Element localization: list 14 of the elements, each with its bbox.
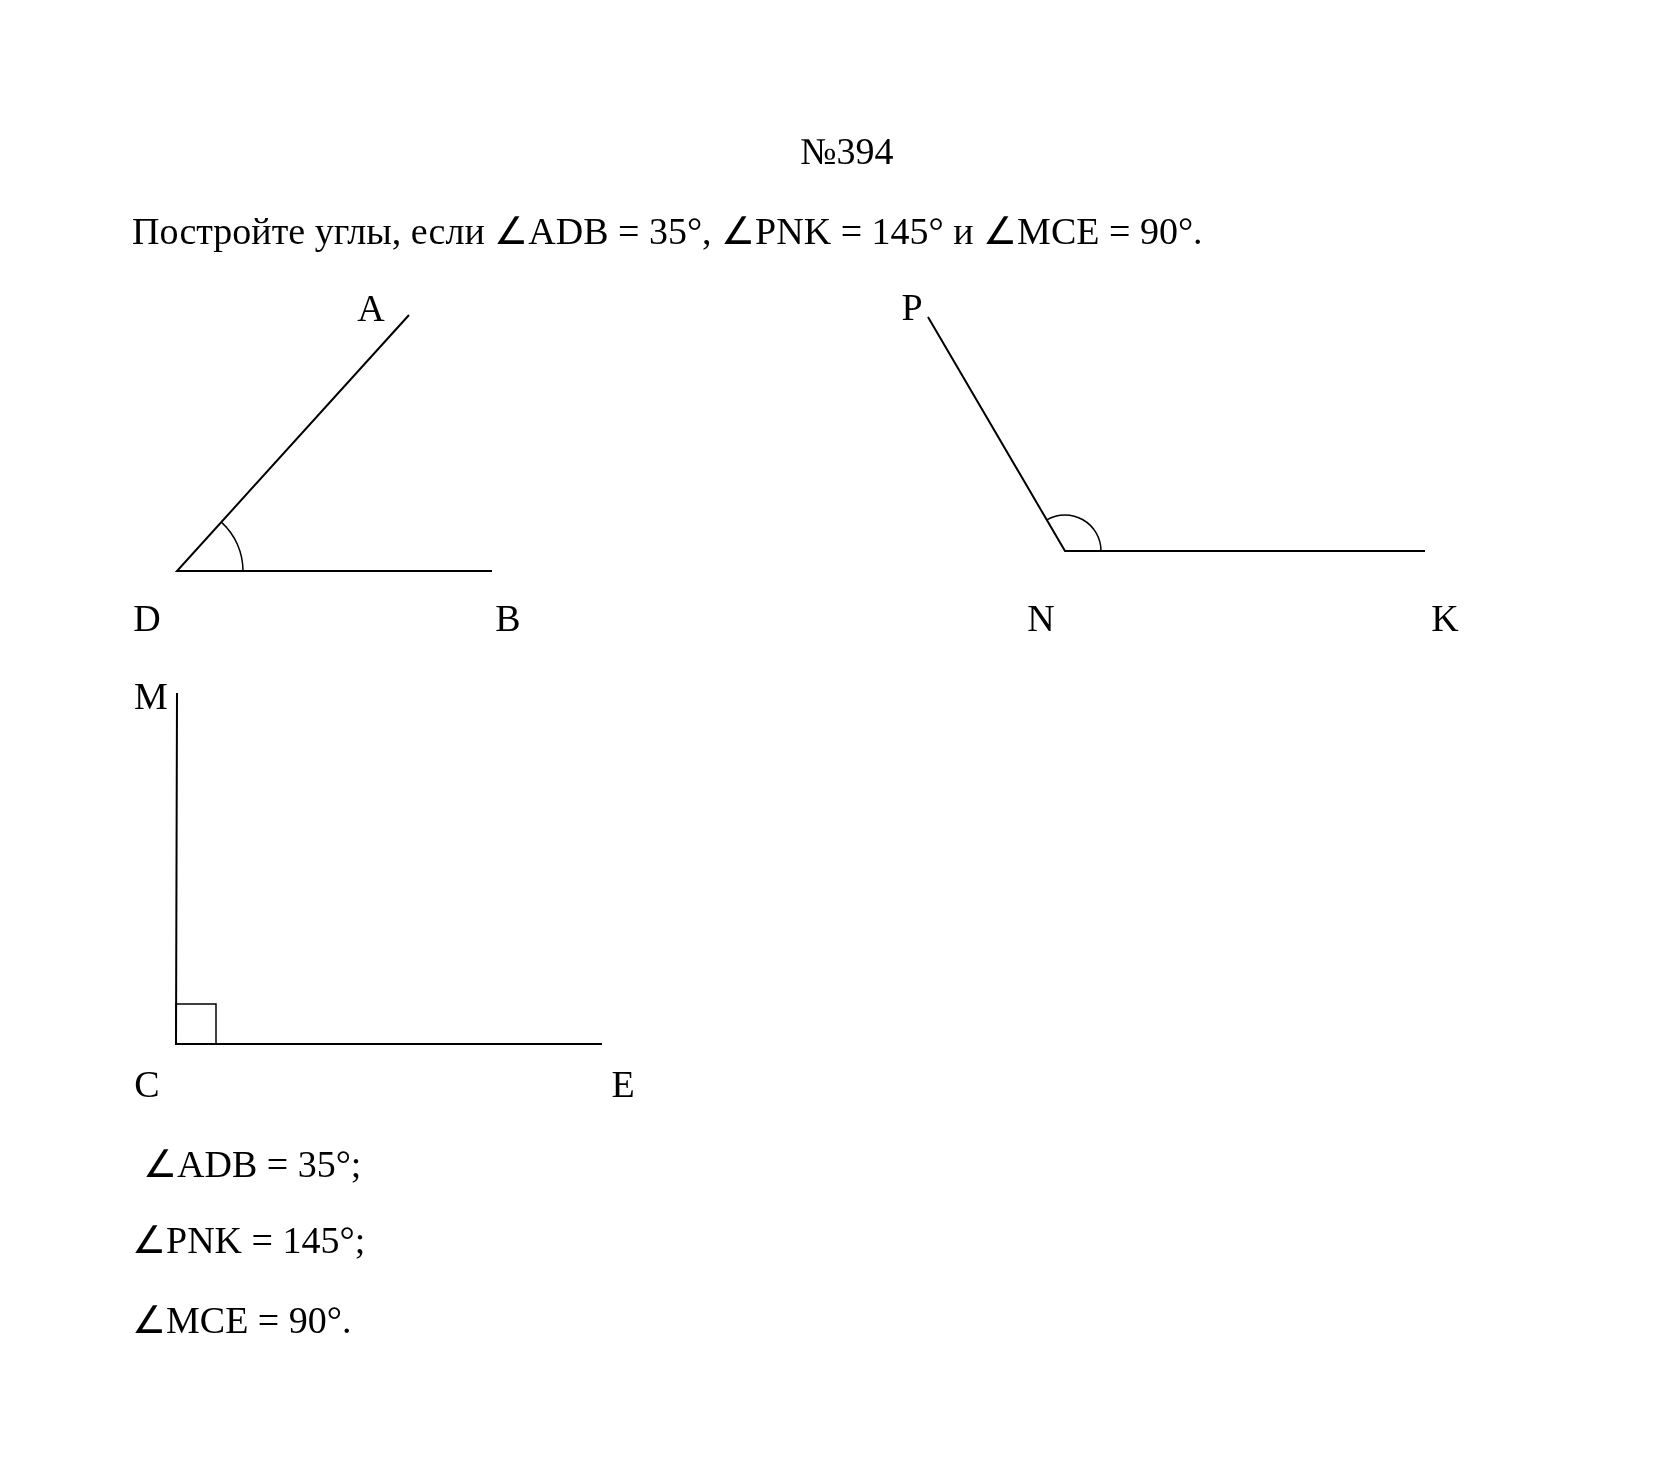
point-label: B (495, 599, 521, 637)
answer-text: ∠PNK = 145°; (132, 1221, 366, 1259)
point-label: E (611, 1065, 635, 1103)
task-text: Постройте углы, если ∠ADB = 35°, ∠PNK = 145° и ∠MCE = 90°. (132, 212, 1203, 250)
point-label: K (1431, 599, 1459, 637)
point-label: N (1027, 599, 1055, 637)
point-label: D (133, 599, 161, 637)
point-label: P (901, 288, 923, 326)
point-label: C (134, 1065, 160, 1103)
answer-text: ∠ADB = 35°; (143, 1145, 362, 1183)
answer-text: ∠MCE = 90°. (132, 1301, 352, 1339)
point-label: M (134, 677, 168, 715)
point-label: A (357, 289, 385, 327)
problem-number: №394 (800, 132, 894, 170)
